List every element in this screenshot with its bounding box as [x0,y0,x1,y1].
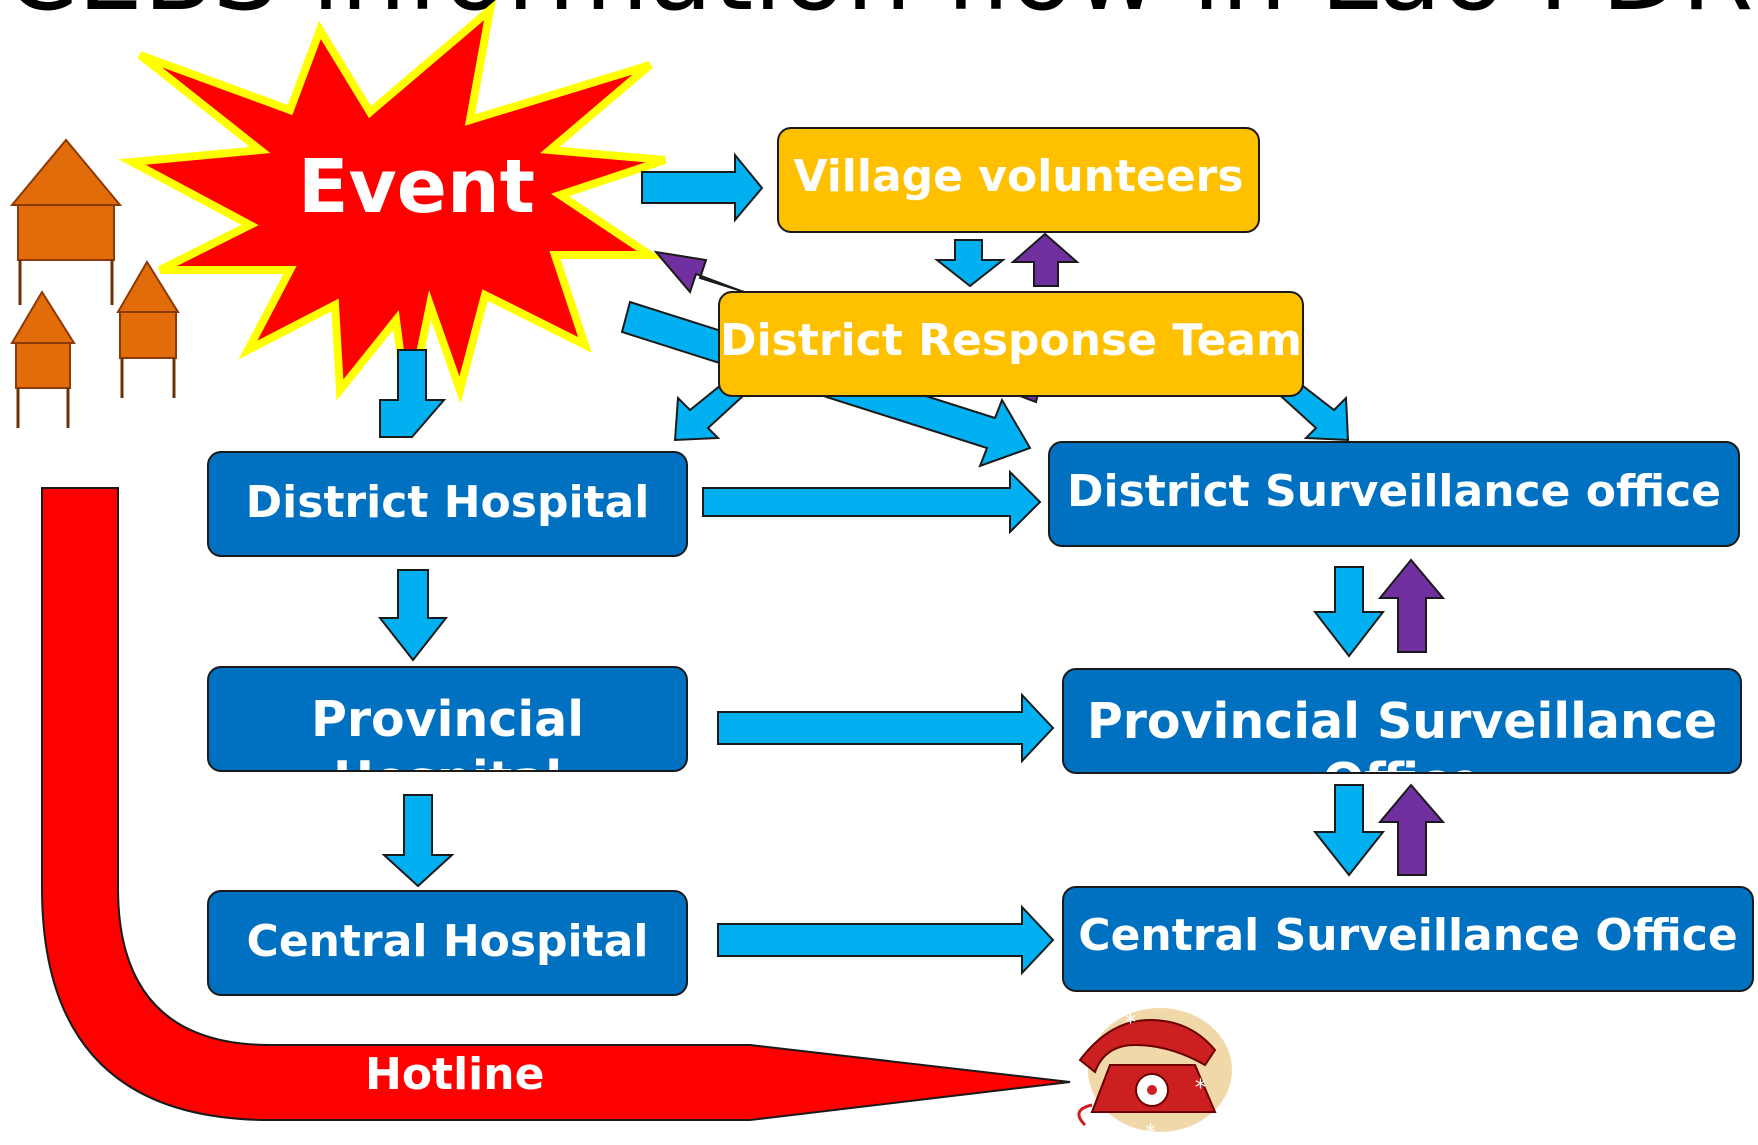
node-label: Village volunteers [793,151,1244,202]
arrow-central-hospital-to-surveillance [717,904,1055,976]
house-icon [10,290,76,428]
node-provincial-hospital: Provincial Hospital [207,666,688,772]
arrow-central-to-provincial-feedback [1377,783,1446,876]
svg-text:*: * [1125,1011,1136,1036]
hotline-label: Hotline [365,1049,545,1100]
node-label: District Surveillance office [1066,466,1721,517]
telephone-icon: * * * [1077,1008,1232,1145]
node-label: Central Hospital [246,916,649,967]
arrow-provincial-hospital-to-surveillance [717,692,1055,764]
node-district-surveillance-office: District Surveillance office [1048,441,1740,547]
hotline-arrow [41,487,1071,1121]
node-label: Central Surveillance Office [1078,910,1738,961]
event-burst [118,0,667,413]
page-title: CEBS information flow in Lao PDR [0,0,1758,34]
arrow-provincial-to-central-hospital [381,794,455,888]
node-provincial-surveillance-office: Provincial Surveillance Office [1062,668,1742,774]
arrow-district-hospital-to-surveillance [702,469,1042,535]
house-icon [116,260,180,398]
node-central-hospital: Central Hospital [207,890,688,996]
arrow-district-to-provincial-surveillance [1312,566,1386,658]
node-label: District Response Team [720,315,1302,366]
node-village-volunteers: Village volunteers [777,127,1260,233]
arrow-event-to-hospital [379,349,447,438]
node-district-hospital: District Hospital [207,451,688,557]
arrow-volunteers-to-drt [934,239,1006,288]
node-central-surveillance-office: Central Surveillance Office [1062,886,1754,992]
node-district-response-team: District Response Team [718,291,1304,397]
arrow-provincial-to-district-feedback [1377,558,1446,653]
arrow-provincial-to-central-surveillance [1312,784,1386,877]
svg-text:*: * [1195,1076,1206,1101]
node-label: Provincial Surveillance Office [1086,693,1718,772]
node-label: Provincial Hospital [310,691,585,770]
arrow-district-to-provincial-hospital [377,569,449,662]
node-label: District Hospital [245,477,650,528]
svg-text:*: * [1145,1121,1156,1145]
arrow-drt-to-volunteers-feedback [1010,232,1080,287]
house-icon [9,138,123,305]
arrow-event-to-volunteers [641,152,764,223]
event-label: Event [298,144,536,230]
